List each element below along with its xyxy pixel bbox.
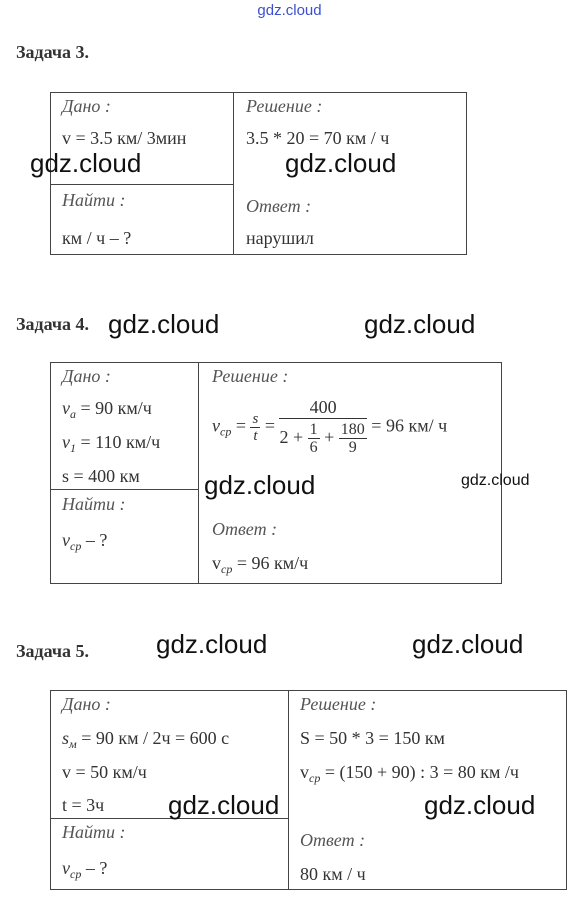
watermark: gdz.cloud (285, 148, 397, 178)
task3-solution-line: 3.5 * 20 = 70 км / ч (246, 128, 390, 148)
task4-va-value: = 90 км/ч (76, 398, 152, 418)
task5-given-t: t = 3ч (62, 795, 105, 815)
task3-divider-h (50, 184, 233, 185)
task3-given-label: Дано : (62, 96, 111, 116)
task4-find-rest: – ? (81, 530, 108, 550)
watermark: gdz.cloud (412, 629, 524, 659)
task4-big-num: 400 (279, 397, 367, 419)
task3-answer-label: Ответ : (246, 196, 312, 216)
task4-va-subscript: a (70, 407, 76, 421)
task4-sol-eq: = (231, 415, 251, 436)
task3-table (50, 92, 467, 255)
task5-given-sm: sм = 90 км / 2ч = 600 с (62, 728, 229, 752)
task4-answer-value: vср = 96 км/ч (212, 553, 308, 577)
task5-title: Задача 5. (16, 641, 90, 661)
task4-find-value: vср – ? (62, 530, 107, 554)
task5-find-label: Найти : (62, 822, 126, 842)
task5-find-symbol: v (62, 858, 70, 878)
task4-v1-value: = 110 км/ч (76, 432, 161, 452)
task4-divider-h (50, 489, 198, 490)
task4-ans-rest: = 96 км/ч (232, 553, 309, 573)
task4-title: Задача 4. (16, 314, 90, 334)
task4-den-f2-num: 180 (338, 420, 367, 440)
task4-den-f2-den: 9 (348, 439, 357, 457)
watermark: gdz.cloud (204, 470, 316, 500)
task4-v1-subscript: 1 (70, 441, 76, 455)
task4-divider-v (198, 362, 199, 584)
task5-answer-value: 80 км / ч (300, 864, 366, 884)
task5-sm-value: = 90 км / 2ч = 600 с (76, 728, 230, 748)
task5-divider-h (50, 818, 288, 819)
task3-title: Задача 3. (16, 42, 90, 62)
task4-find-label: Найти : (62, 494, 126, 514)
task5-sol2-subscript: ср (309, 771, 321, 785)
task5-find-rest: – ? (81, 858, 108, 878)
task5-solution-line2: vср = (150 + 90) : 3 = 80 км /ч (300, 762, 519, 786)
watermark: gdz.cloud (30, 148, 142, 178)
task4-ans-symbol: v (212, 553, 221, 573)
task4-den-a: 2 + (279, 427, 308, 448)
task4-solution-label: Решение : (212, 366, 289, 386)
task5-find-subscript: ср (70, 867, 82, 881)
task3-divider-v (233, 92, 234, 255)
task5-solution-line1: S = 50 * 3 = 150 км (300, 728, 445, 748)
watermark: gdz.cloud (156, 629, 268, 659)
task4-den-f1-num: 1 (307, 420, 320, 440)
task4-sol-subscript: ср (220, 424, 232, 439)
task4-frac-den: t (253, 428, 258, 444)
task3-solution-label: Решение : (246, 96, 323, 116)
task5-sol2-symbol: v (300, 762, 309, 782)
task3-find-value: км / ч – ? (62, 228, 132, 248)
task5-sm-symbol: s (62, 728, 70, 748)
task4-given-s: s = 400 км (62, 466, 140, 486)
watermark: gdz.cloud (168, 790, 280, 820)
task4-sol-eq2: = (260, 415, 280, 436)
task4-ans-subscript: ср (221, 562, 233, 576)
task4-va-symbol: v (62, 398, 70, 418)
task4-den-f1-den: 6 (309, 439, 318, 457)
watermark: gdz.cloud (364, 309, 476, 339)
task3-given-v: v = 3.5 км/ 3мин (62, 128, 187, 148)
task5-sol2-rest: = (150 + 90) : 3 = 80 км /ч (320, 762, 519, 782)
task4-sol-result: = 96 км/ ч (366, 415, 448, 436)
task4-find-subscript: ср (70, 539, 82, 553)
task3-answer-value: нарушил (246, 228, 314, 248)
task5-divider-v (288, 690, 289, 890)
task4-given-va: va = 90 км/ч (62, 398, 152, 422)
task4-den-plus: + (319, 427, 339, 448)
task4-given-v1: v1 = 110 км/ч (62, 432, 160, 456)
task5-answer-label: Ответ : (300, 830, 366, 850)
task5-given-label: Дано : (62, 694, 111, 714)
task5-find-value: vср – ? (62, 858, 107, 882)
task5-sm-subscript: м (69, 737, 77, 751)
task3-find-label: Найти : (62, 190, 126, 210)
site-mark: gdz.cloud (257, 2, 322, 19)
task4-table (50, 362, 502, 584)
task4-find-symbol: v (62, 530, 70, 550)
task5-given-v: v = 50 км/ч (62, 762, 147, 782)
task4-frac-num: s (250, 410, 261, 428)
task5-table (50, 690, 567, 890)
watermark: gdz.cloud (461, 472, 530, 489)
task4-given-label: Дано : (62, 366, 111, 386)
watermark: gdz.cloud (424, 790, 536, 820)
task4-answer-label: Ответ : (212, 519, 278, 539)
task5-solution-label: Решение : (300, 694, 377, 714)
task4-v1-symbol: v (62, 432, 70, 452)
task4-sol-symbol: v (212, 415, 220, 436)
watermark: gdz.cloud (108, 309, 220, 339)
